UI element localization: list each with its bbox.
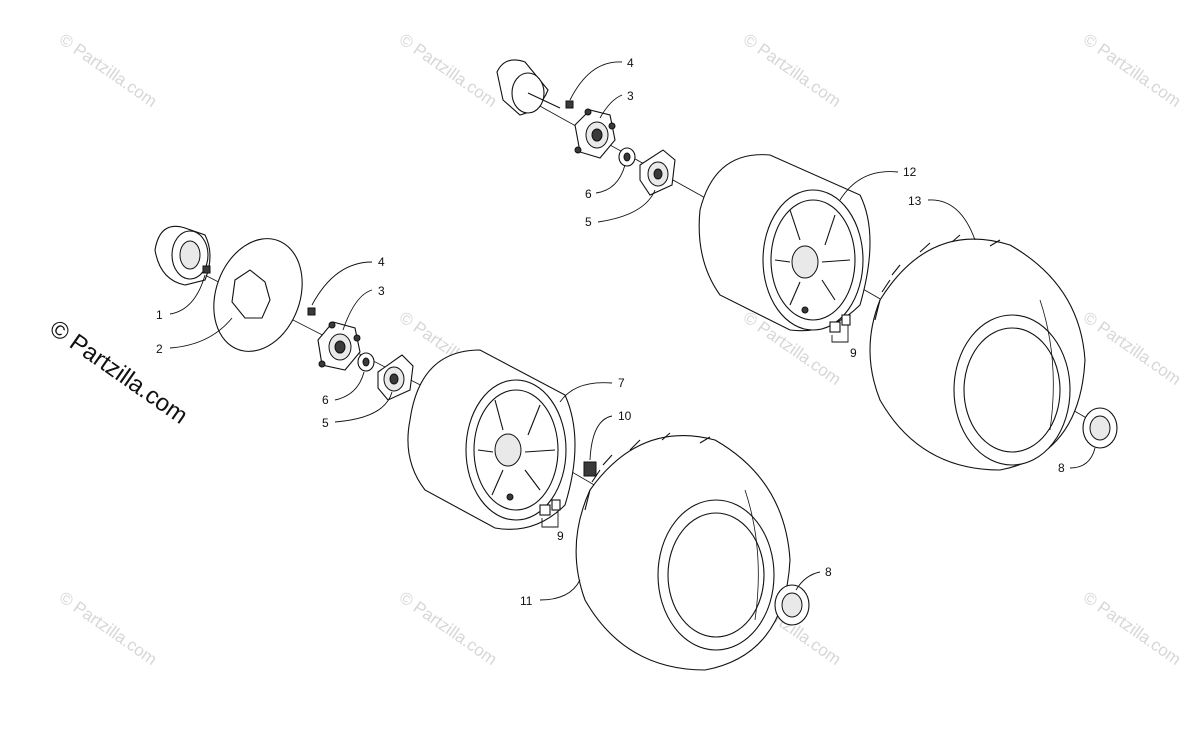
watermark-text: © Partzilla.com: [740, 30, 845, 111]
spindle-upper: [496, 59, 561, 116]
hub-cap-lower: [774, 584, 810, 626]
flange-upper: [639, 149, 676, 196]
watermark-text: © Partzilla.com: [56, 588, 161, 669]
callout-label: 5: [322, 416, 329, 430]
watermark-text: © Partzilla.com: [1080, 30, 1185, 111]
valve-stem-upper: [829, 314, 851, 333]
lug-nut: [583, 461, 597, 477]
callout-label: 4: [378, 255, 385, 269]
watermark-text: © Partzilla.com: [396, 588, 501, 669]
tire-lower: [575, 432, 791, 671]
brake-disc: [213, 238, 303, 352]
callout-label: 8: [825, 565, 832, 579]
callout-label: 5: [585, 215, 592, 229]
bolt-upper: [565, 100, 574, 109]
callout-label: 3: [378, 284, 385, 298]
callout-label: 6: [322, 393, 329, 407]
callout-label: 3: [627, 89, 634, 103]
valve-stem-lower: [539, 499, 561, 516]
callout-label: 9: [557, 529, 564, 543]
rim-upper: [698, 154, 871, 332]
callout-label: 4: [627, 56, 634, 70]
callout-label: 9: [850, 346, 857, 360]
flange-lower: [377, 354, 414, 401]
callout-label: 1: [156, 308, 163, 322]
callout-label: 7: [618, 376, 625, 390]
watermark-text: © Partzilla.com: [1080, 308, 1185, 389]
hub-upper: [574, 108, 616, 159]
watermark-text: © Partzilla.com: [56, 30, 161, 111]
watermark-text: © Partzilla.com: [396, 30, 501, 111]
callout-label: 12: [903, 165, 917, 179]
bearing-lower: [357, 352, 375, 372]
callout-numbers: 4 3 6 5 12 13 9 8 4 3 1 2 6 5 7 10 9 11 …: [156, 56, 1065, 608]
callout-label: 10: [618, 409, 632, 423]
tire-upper: [869, 234, 1086, 471]
main-watermark: © Partzilla.com: [45, 315, 193, 430]
hub-lower: [317, 321, 361, 371]
bolt-lower-4: [307, 307, 316, 316]
bearing-housing: [154, 225, 211, 286]
callout-label: 11: [520, 594, 533, 608]
callout-label: 6: [585, 187, 592, 201]
rim-lower: [407, 349, 576, 530]
callout-label: 13: [908, 194, 922, 208]
callout-label: 8: [1058, 461, 1065, 475]
watermark-text: © Partzilla.com: [1080, 588, 1185, 669]
hub-cap-upper: [1082, 407, 1118, 449]
callout-label: 2: [156, 342, 163, 356]
bolt-lower-1: [202, 265, 211, 274]
bearing-upper: [618, 147, 636, 167]
leader-lines: [169, 61, 1096, 601]
